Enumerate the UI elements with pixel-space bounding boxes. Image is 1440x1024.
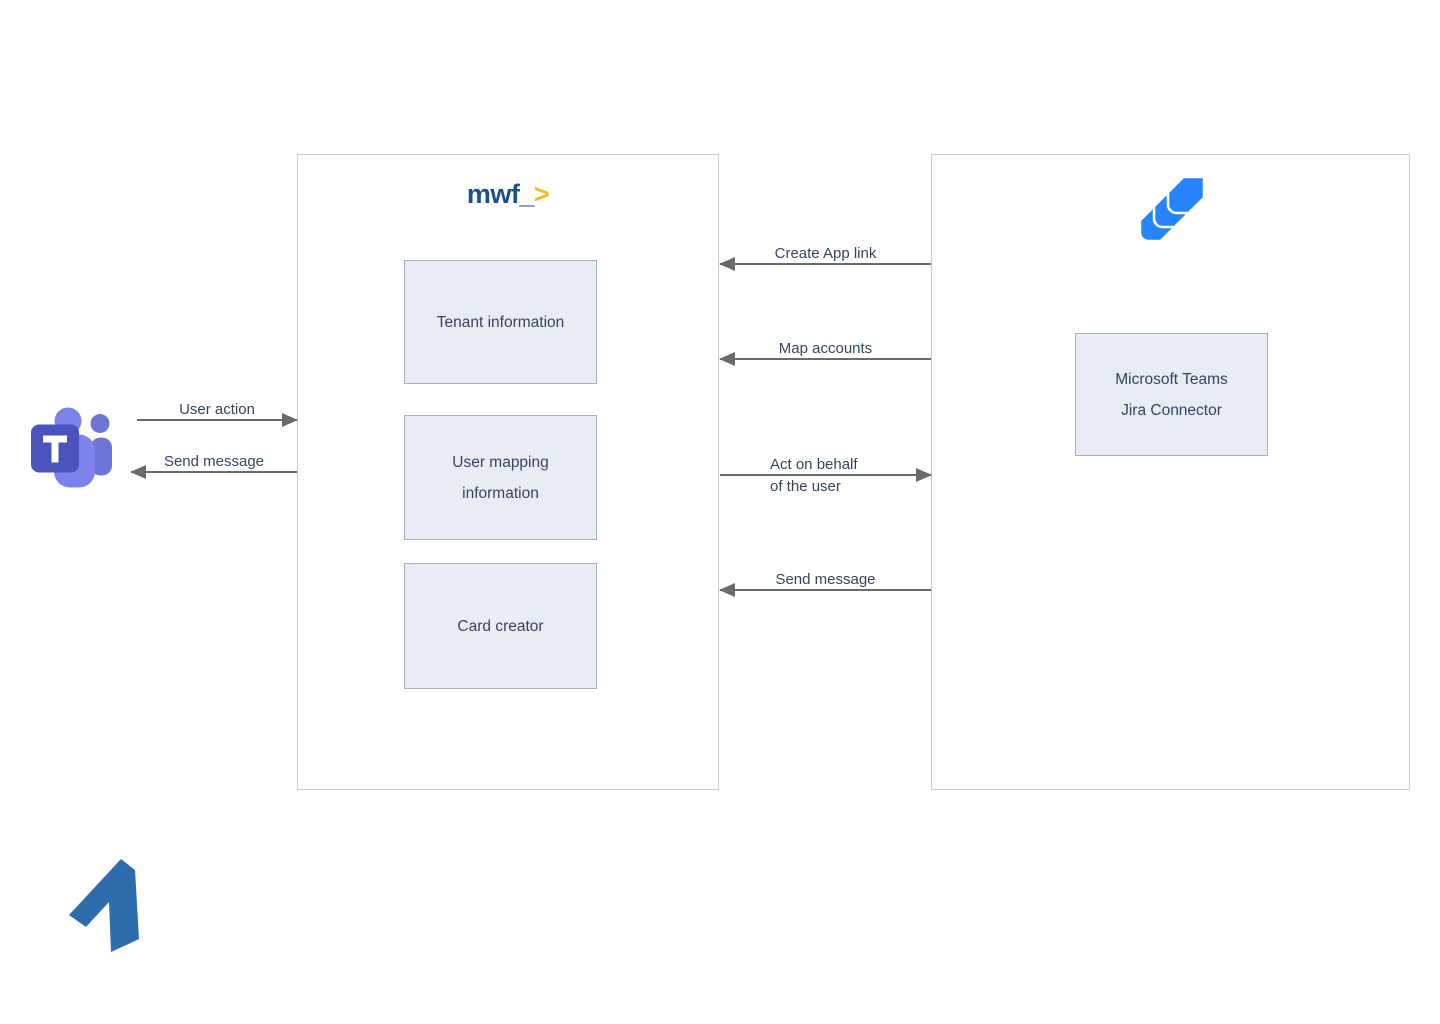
node-tenant-information-label: Tenant information [436,313,565,331]
arrow-right-icon [916,468,932,482]
node-user-mapping-label-line2: information [462,484,539,502]
arrow-send-message-to-mwf: Send message [719,571,931,597]
node-user-mapping-information: User mapping information [404,415,597,540]
arrow-act-on-behalf-label-line1: Act on behalf [770,456,858,473]
node-user-mapping-label-line1: User mapping [452,453,549,471]
arrow-act-on-behalf-of-user: Act on behalf of the user [720,456,932,495]
node-card-creator-label: Card creator [457,617,544,635]
arrow-create-app-link: Create App link [719,245,931,271]
mwf-system-panel: mwf_> Tenant information User mapping in… [297,154,719,790]
arrow-left-icon [719,352,735,366]
mwf-logo-accent: > [533,179,550,209]
jira-icon [1138,175,1206,243]
arrow-left-icon [719,583,735,597]
mwf-logo-text: mwf_ [466,179,535,209]
arrow-send-message-to-teams-label: Send message [163,453,265,470]
arrow-user-action-label: User action [179,401,255,418]
arrow-left-icon [719,257,735,271]
arrow-user-action: User action [137,401,298,427]
arrow-map-accounts-line [719,352,931,366]
company-logo-svg [69,859,139,952]
node-connector-label-line1: Microsoft Teams [1115,370,1228,388]
arrow-left-icon [130,465,146,479]
arrow-send-message-to-mwf-line [719,583,931,597]
microsoft-teams-icon [30,407,112,488]
company-logo-mark [66,857,150,955]
arrow-user-action-line [137,413,298,427]
arrow-send-message-to-teams: Send message [130,453,297,479]
node-connector-label-line2: Jira Connector [1121,401,1222,419]
arrow-map-accounts: Map accounts [719,340,931,366]
node-tenant-information: Tenant information [404,260,597,384]
arrow-send-message-to-mwf-label: Send message [775,571,876,588]
jira-icon-svg [1138,175,1206,243]
arrow-create-app-link-label: Create App link [774,245,877,262]
arrow-send-message-to-teams-line [130,465,297,479]
arrow-right-icon [282,413,298,427]
arrow-create-app-link-line [719,257,931,271]
node-teams-jira-connector: Microsoft Teams Jira Connector [1075,333,1268,456]
mwf-logo: mwf_> [298,179,718,210]
microsoft-teams-icon-svg [31,407,112,488]
arrow-map-accounts-label: Map accounts [778,340,873,357]
arrow-act-on-behalf-label-line2: of the user [770,478,841,495]
jira-system-panel: Microsoft Teams Jira Connector [931,154,1410,790]
node-card-creator: Card creator [404,563,597,689]
arrow-act-on-behalf-line [720,468,932,482]
